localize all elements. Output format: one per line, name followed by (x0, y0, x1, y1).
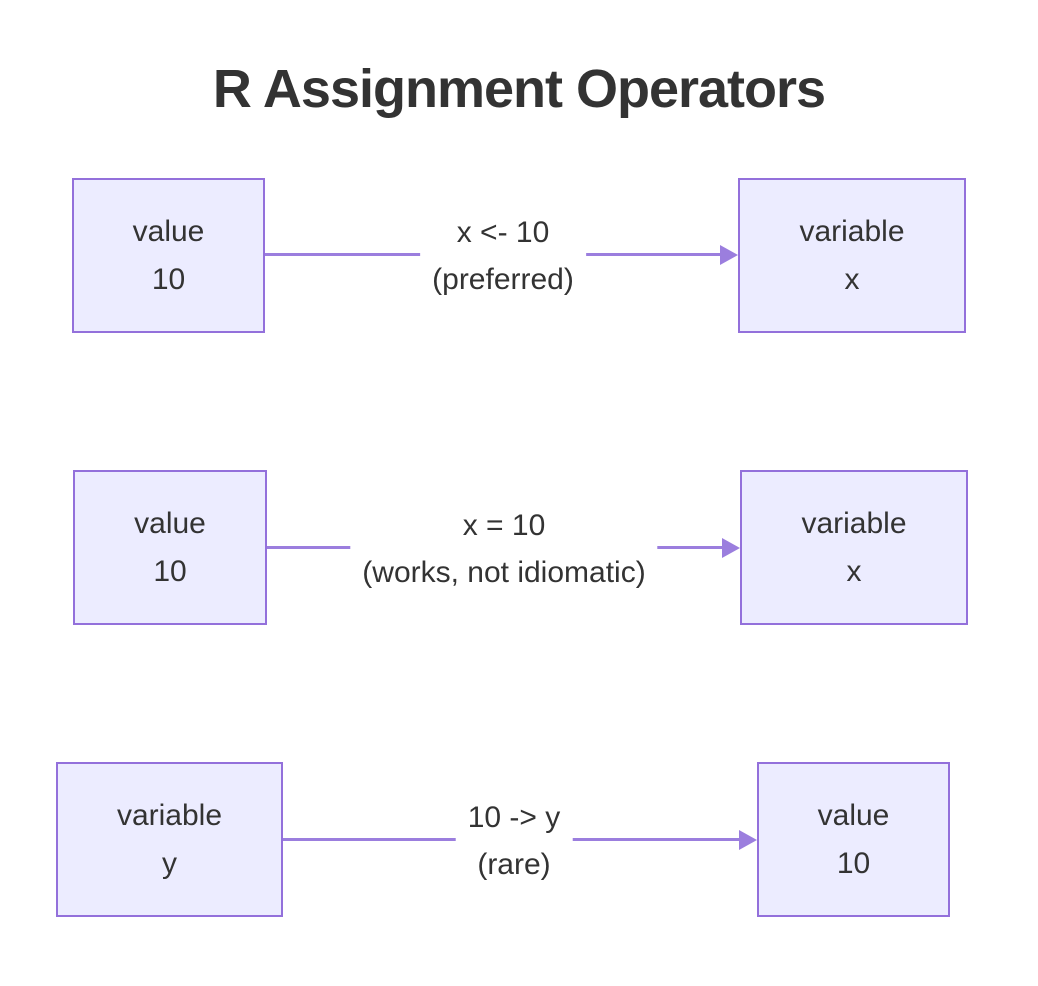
edge-label-row2: x = 10 (works, not idiomatic) (350, 502, 658, 596)
edge-label-line2: (works, not idiomatic) (362, 556, 646, 589)
node-label-line2: 10 (151, 262, 186, 296)
node-label-line1: variable (116, 798, 223, 832)
node-target-row3: value 10 (757, 762, 950, 917)
node-source-row1: value 10 (72, 178, 265, 333)
edge-label-line1: 10 -> y (467, 801, 561, 834)
node-source-row3: variable y (56, 762, 283, 917)
edge-label-line1: x = 10 (462, 509, 546, 542)
node-label-line2: x (844, 262, 860, 296)
node-label-line2: 10 (836, 846, 871, 880)
node-label-line1: variable (799, 214, 905, 248)
node-source-row2: value 10 (73, 470, 267, 625)
node-label-line2: 10 (153, 554, 187, 588)
arrowhead-icon-row1 (720, 245, 738, 265)
edge-label-line2: (rare) (477, 848, 551, 881)
edge-label-row1: x <- 10 (preferred) (420, 209, 586, 303)
diagram-title: R Assignment Operators (212, 59, 826, 119)
arrowhead-icon-row3 (739, 830, 757, 850)
node-label-line1: value (817, 798, 890, 832)
node-label-line1: value (134, 506, 206, 540)
edge-label-line1: x <- 10 (456, 216, 550, 249)
node-label-line1: value (132, 214, 205, 248)
node-label-line2: x (846, 554, 862, 588)
edge-label-line2: (preferred) (432, 263, 574, 296)
edge-label-row3: 10 -> y (rare) (455, 794, 573, 888)
node-target-row2: variable x (740, 470, 968, 625)
node-label-line2: y (162, 846, 177, 880)
node-label-line1: variable (801, 506, 907, 540)
node-target-row1: variable x (738, 178, 966, 333)
arrowhead-icon-row2 (722, 538, 740, 558)
